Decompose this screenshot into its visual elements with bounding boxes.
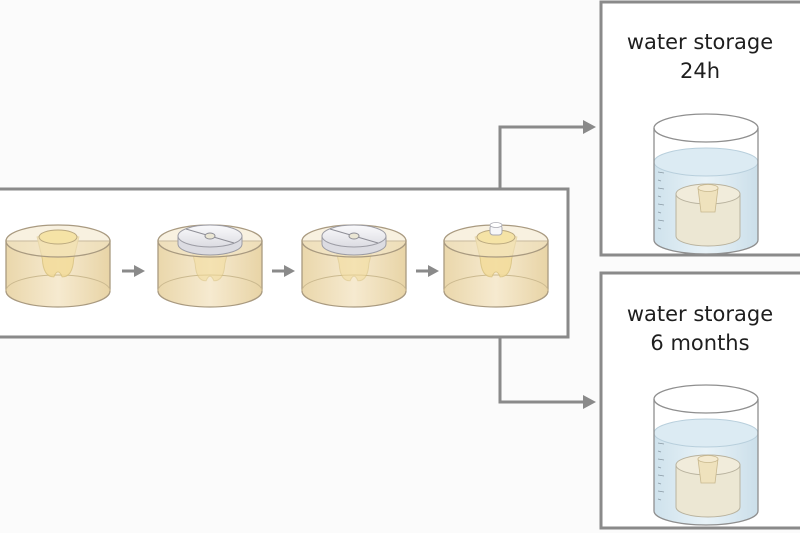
outcome-title-line1: water storage [626,30,774,54]
arrow-right-icon [272,265,295,277]
graduation-mark [657,195,662,198]
glass-rim [653,384,759,414]
graduation-mark [657,227,662,230]
submerged-resin-block [675,193,741,247]
outcome-title-line2: 24h [679,59,721,83]
connector-to-24h [498,125,584,189]
arrow-right-icon [583,120,596,134]
graduation-mark [657,474,665,477]
graduation-mark [657,187,665,190]
water-beaker-icon [653,113,759,255]
graduation-mark [657,498,662,501]
connector-to-6m [498,337,584,404]
arrow-right-icon [416,265,439,277]
graduation-mark [657,450,662,453]
graduation-mark [657,482,662,485]
glass-rim [653,113,759,143]
resin-body [443,240,549,308]
graduation-mark [657,171,665,174]
arrow-right-icon [583,395,596,409]
water-surface [653,418,759,448]
outcome-title-line2: 6 months [650,331,750,355]
graduation-mark [657,203,665,206]
glass-wall [653,399,759,526]
arrow-right-icon [122,265,145,277]
white-disc-icon [321,224,387,256]
process-step-4 [443,222,549,308]
graduation-mark [657,458,665,461]
submerged-resin-block [675,464,741,518]
graduation-mark [657,466,662,469]
water-beaker-icon [653,384,759,526]
graduation-mark [657,490,665,493]
graduation-mark [657,442,665,445]
graduation-mark [657,179,662,182]
white-disc-icon [177,224,243,256]
outcome-title-line1: water storage [626,302,774,326]
graduation-mark [657,211,662,214]
tooth-crown [38,229,78,245]
glass-wall [653,128,759,255]
graduation-mark [657,219,665,222]
process-step-3 [301,224,407,308]
process-step-2 [157,224,263,308]
outcome-title-6m: water storage 6 months [600,300,800,358]
outcome-title-24h: water storage 24h [600,28,800,86]
resin-body [5,240,111,308]
water-surface [653,147,759,177]
process-step-1 [5,224,111,308]
